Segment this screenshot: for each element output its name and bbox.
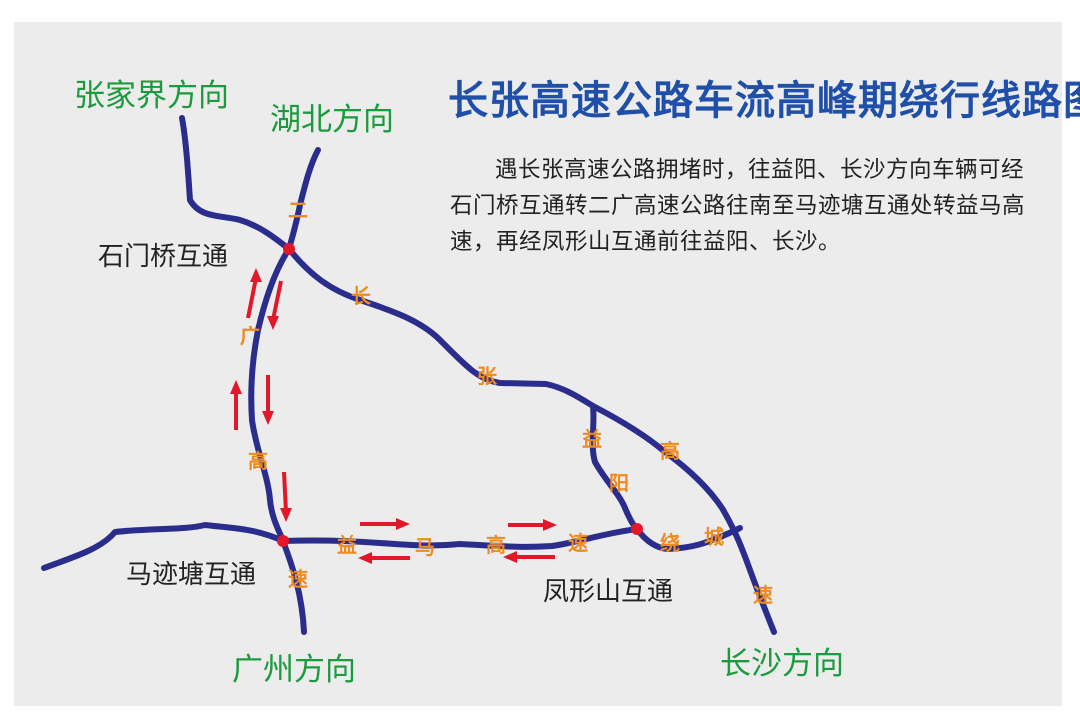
road-char-changzhang-2: 张 (477, 364, 498, 388)
arrow-down-1 (271, 280, 283, 321)
road-char-raocheng-1: 绕 (660, 531, 680, 555)
route-description: 遇长张高速公路拥堵时，往益阳、长沙方向车辆可经石门桥互通转二广高速公路往南至马迹… (450, 157, 1026, 255)
direction-hubei: 湖北方向 (270, 102, 394, 138)
interchange-majitang-label: 马迹塘互通 (126, 560, 257, 590)
interchange-shimenqiao-dot[interactable] (283, 243, 295, 255)
direction-changsha: 长沙方向 (720, 646, 844, 682)
road-char-changzhang-1: 长 (351, 284, 372, 308)
road-char-yiyang-2: 阳 (609, 471, 629, 495)
traffic-arrows (230, 268, 557, 564)
road-char-changzhang-3: 高 (660, 439, 680, 463)
road-char-changzhang-4: 速 (753, 583, 773, 607)
map-title: 长张高速公路车流高峰期绕行线路图 (448, 78, 1080, 124)
interchange-fengxingshan-label: 凤形山互通 (543, 577, 674, 607)
road-char-yiyang-1: 益 (582, 427, 602, 451)
yima-expressway (41, 522, 640, 571)
yiyang-road (589, 403, 640, 532)
road-char-erguang-3: 高 (248, 449, 268, 473)
erguang-expressway (248, 246, 307, 635)
road-to-hubei (286, 147, 321, 252)
road-to-zhangjiajie (179, 115, 292, 252)
road-char-yima-1: 益 (337, 533, 357, 557)
road-char-yima-4: 速 (568, 531, 588, 555)
road-char-yima-3: 高 (486, 533, 506, 557)
arrow-up-1 (246, 277, 258, 319)
ring-road (634, 525, 743, 552)
interchange-fengxingshan-dot[interactable] (631, 523, 643, 535)
map-panel (14, 22, 1062, 706)
interchange-majitang-dot[interactable] (277, 535, 289, 547)
road-char-erguang-4: 速 (288, 567, 308, 591)
road-char-erguang-2: 广 (240, 324, 260, 348)
interchange-shimenqiao-label: 石门桥互通 (98, 242, 229, 272)
road-char-erguang-1: 二 (288, 198, 308, 222)
road-char-raocheng-2: 城 (704, 525, 724, 549)
direction-zhangjiajie: 张家界方向 (74, 78, 229, 114)
arrow-down-3 (282, 471, 288, 513)
road-char-yima-2: 马 (415, 535, 435, 559)
direction-guangzhou: 广州方向 (232, 652, 356, 688)
